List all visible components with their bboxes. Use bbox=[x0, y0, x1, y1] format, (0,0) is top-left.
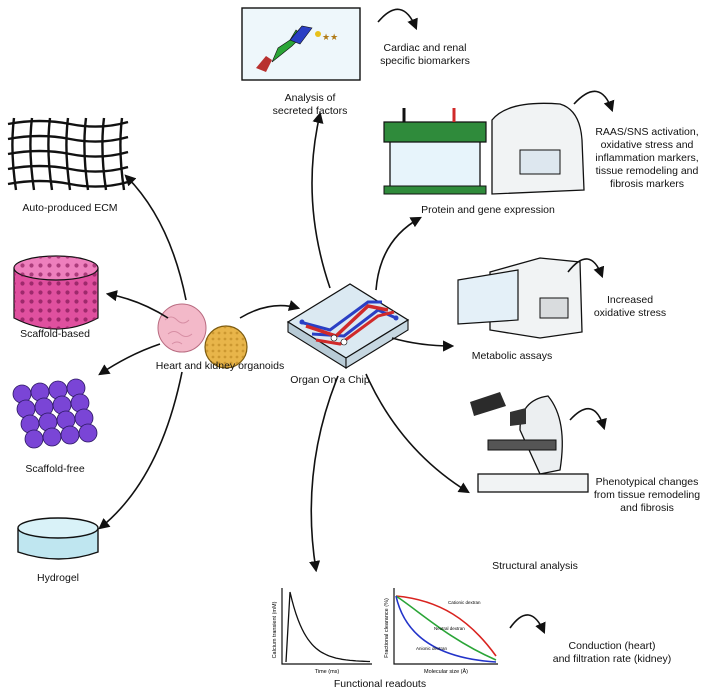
calcium-ylabel: Calcium transient (mM) bbox=[272, 601, 278, 658]
pcr-machine-icon bbox=[491, 102, 585, 195]
hydrogel-label: Hydrogel bbox=[36, 572, 80, 584]
hydrogel-icon bbox=[17, 517, 99, 560]
arrow-functional-note bbox=[509, 614, 546, 635]
scaffold-free-icon bbox=[12, 378, 98, 449]
arrow-to-secreted bbox=[311, 111, 331, 289]
arrow-secreted-note bbox=[377, 8, 418, 31]
secreted-note: Cardiac and renal specific biomarkers bbox=[380, 42, 470, 67]
calcium-xlabel: Time (ms) bbox=[315, 669, 340, 675]
neutral-dextran-line bbox=[395, 595, 497, 661]
functional-label: Functional readouts bbox=[333, 678, 427, 690]
arrow-to-hydrogel bbox=[98, 371, 183, 530]
functional-note: Conduction (heart) and filtration rate (… bbox=[552, 640, 672, 665]
clearance-xlabel: Molecular size (Å) bbox=[424, 668, 468, 675]
auto-ecm-label: Auto-produced ECM bbox=[22, 202, 118, 214]
calcium-transient-line bbox=[285, 591, 370, 663]
organoids-label: Heart and kidney organoids bbox=[155, 360, 285, 372]
anionic-dextran-line bbox=[395, 595, 497, 663]
sphere bbox=[24, 429, 44, 449]
structural-label: Structural analysis bbox=[492, 560, 578, 572]
cationic-dextran-line bbox=[395, 595, 497, 657]
protein-note: RAAS/SNS activation, oxidative stress an… bbox=[595, 126, 699, 190]
arrow-to-protein bbox=[375, 216, 422, 291]
arrow-metabolic-note bbox=[567, 258, 605, 279]
scaffold-free-label: Scaffold-free bbox=[25, 463, 85, 475]
arrow-to-functional bbox=[309, 375, 339, 573]
sphere bbox=[78, 423, 98, 443]
arrow-protein-note bbox=[573, 90, 615, 113]
ecm-mesh-icon bbox=[7, 117, 129, 191]
secreted-label: Analysis of secreted factors bbox=[272, 92, 348, 117]
calcium-plot bbox=[281, 588, 372, 665]
arrow-to-structural bbox=[365, 373, 470, 494]
kidney-organoid-icon bbox=[204, 325, 248, 369]
metabolic-note: Increased oxidative stress bbox=[593, 294, 667, 319]
organ-on-chip-icon bbox=[286, 283, 410, 369]
arrow-to-chip bbox=[239, 300, 301, 319]
structural-note: Phenotypical changes from tissue remodel… bbox=[593, 476, 701, 514]
organ-chip-label: Organ On a Chip bbox=[290, 374, 370, 386]
legend-cationic: Cationic dextran bbox=[448, 600, 481, 605]
arrow-to-scaffold-free bbox=[98, 343, 161, 376]
legend-neutral: Neutral dextran bbox=[434, 626, 465, 631]
metabolic-label: Metabolic assays bbox=[471, 350, 553, 362]
sphere bbox=[60, 425, 80, 445]
clearance-ylabel: Fractional clearance (%) bbox=[384, 598, 390, 658]
arrow-to-metabolic bbox=[391, 337, 455, 352]
metabolic-analyzer-icon bbox=[457, 257, 583, 339]
protein-gene-label: Protein and gene expression bbox=[421, 204, 555, 216]
heart-organoid-icon bbox=[157, 303, 207, 353]
scaffold-based-icon bbox=[13, 255, 99, 330]
legend-anionic: Anionic dextran bbox=[416, 646, 448, 651]
arrow-to-scaffold-based bbox=[105, 290, 169, 319]
clearance-plot bbox=[393, 588, 498, 665]
secreted-factors-icon: ★★ bbox=[241, 7, 361, 81]
scaffold-based-label: Scaffold-based bbox=[20, 328, 90, 340]
sphere bbox=[42, 427, 62, 447]
arrow-structural-note bbox=[569, 408, 607, 431]
svg-text:★★: ★★ bbox=[322, 32, 338, 42]
arrows bbox=[98, 8, 615, 635]
gel-electrophoresis-icon bbox=[383, 108, 487, 195]
microscope-icon bbox=[470, 392, 589, 493]
arrow-to-ecm bbox=[124, 174, 187, 301]
